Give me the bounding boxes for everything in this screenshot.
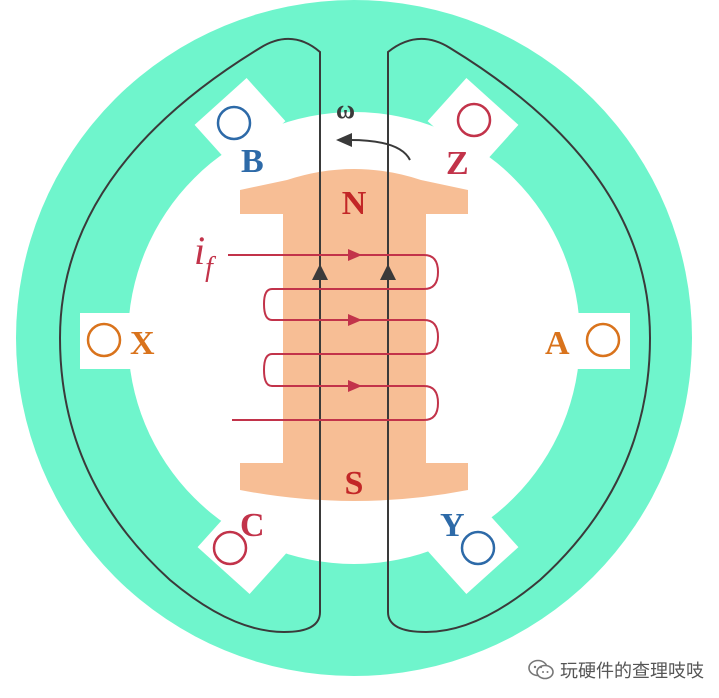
slot-x-conductor [86,322,122,358]
slot-z-conductor [456,102,492,138]
field-current-subscript: f [205,252,216,283]
field-arrow-1 [348,249,362,261]
north-pole-label: N [342,185,367,222]
conductor-loop-left [58,37,321,634]
slot-a [530,313,630,369]
slot-b [194,78,286,168]
slot-y-conductor [460,530,496,566]
field-current-label: if [194,228,216,283]
rotation-label: ω [336,95,355,124]
slot-b-conductor [216,105,252,141]
conductor-arrow-right [380,264,396,280]
watermark: 玩硬件的查理吱吱 [528,652,704,688]
slot-c [197,504,289,594]
slot-y-label: Y [440,507,465,544]
conductor-loop-right [387,37,652,634]
rotation-arrowhead [336,133,352,147]
slot-y [427,504,519,594]
slot-a-conductor [585,322,621,358]
slot-c-conductor [212,530,248,566]
slot-x [80,313,183,369]
wechat-icon [528,659,554,680]
field-arrow-2 [348,314,362,326]
slot-x-label: X [130,325,155,362]
slot-b-label: B [241,143,264,180]
rotor [240,169,468,501]
south-pole-label: S [345,465,364,502]
field-winding [228,254,440,421]
slot-c-label: C [240,507,265,544]
watermark-text: 玩硬件的查理吱吱 [560,661,704,682]
field-arrow-3 [348,380,362,392]
field-current-main: i [194,228,205,273]
slot-a-label: A [545,325,570,362]
rotation-arrow [349,139,411,161]
slot-z-label: Z [446,145,469,182]
conductor-arrow-left [312,264,328,280]
slot-z [427,78,519,168]
